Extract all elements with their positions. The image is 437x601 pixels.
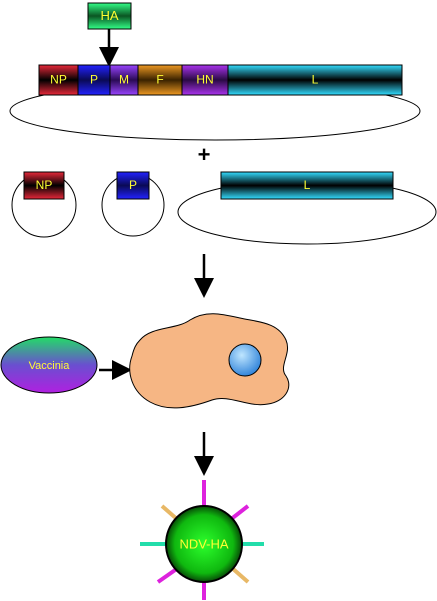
- spike-lower-left: [156, 566, 180, 584]
- genome-segment-p: P: [77, 64, 111, 96]
- ndv-ha-label: NDV-HA: [179, 536, 228, 551]
- vaccinia-label: Vaccinia: [29, 360, 71, 372]
- segment-label-np: NP: [50, 73, 67, 87]
- vaccinia-virus: Vaccinia: [0, 336, 98, 394]
- plus-sign: +: [198, 142, 211, 167]
- ha-insert: HA: [87, 2, 132, 30]
- genome-segment-np: NP: [38, 64, 79, 96]
- segment-label-m: M: [119, 73, 129, 87]
- genome-segment-m: M: [109, 64, 139, 96]
- host-cell: [129, 313, 290, 409]
- cell-nucleus: [228, 343, 262, 377]
- helper-plasmid-p: P: [101, 171, 165, 237]
- spike-lower-right: [230, 566, 250, 584]
- segment-label-hn: HN: [196, 73, 213, 87]
- genome-segment-hn: HN: [181, 64, 229, 96]
- segment-label-p: P: [90, 73, 98, 87]
- spike-upper-right: [228, 504, 250, 522]
- helper-plasmid-l: L: [177, 171, 437, 245]
- genome-segment-l: L: [227, 64, 403, 96]
- helper-plasmid-l-label: L: [304, 178, 311, 192]
- helper-plasmid-np-label: NP: [36, 178, 53, 192]
- ha-insert-label: HA: [100, 8, 118, 23]
- genome-segment-f: F: [137, 64, 183, 96]
- helper-plasmid-p-label: P: [129, 178, 137, 192]
- segment-label-l: L: [312, 73, 319, 87]
- helper-plasmid-np: NP: [11, 171, 77, 238]
- segment-label-f: F: [156, 73, 163, 87]
- ndv-ha-virion: NDV-HA: [140, 480, 264, 600]
